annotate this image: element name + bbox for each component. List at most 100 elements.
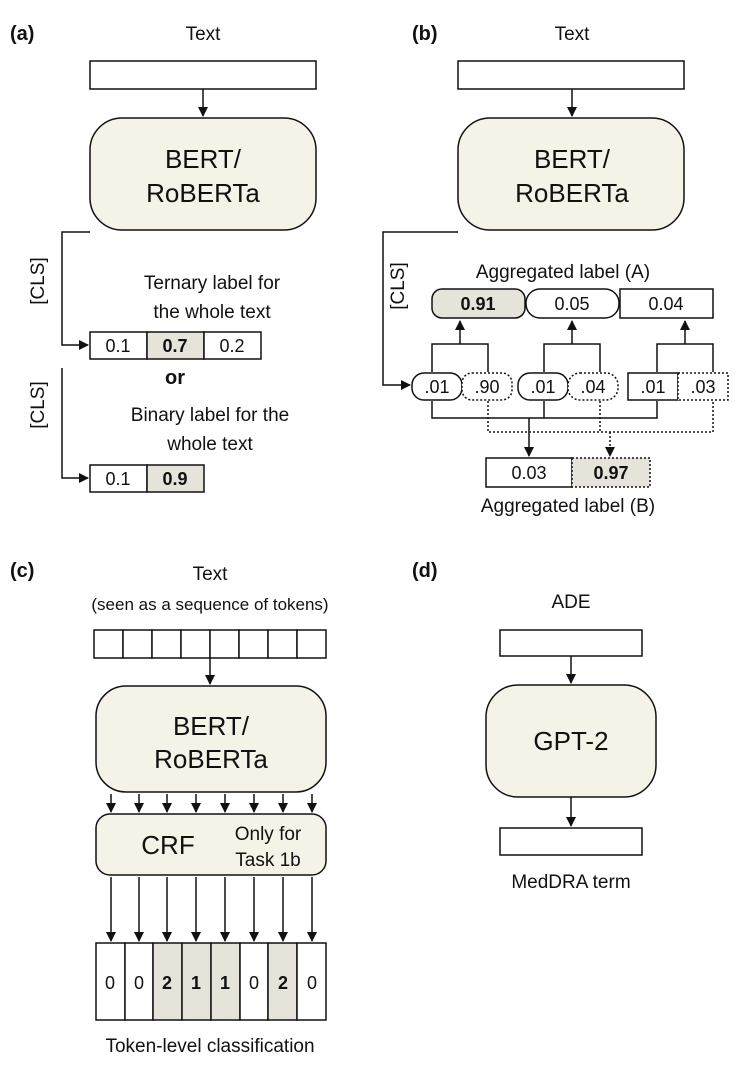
panel-a-ternary-cell-2 (146, 331, 205, 360)
panel-c-input-caption: Text (193, 564, 229, 585)
panel-c-token-box (180, 629, 211, 659)
panel-a-model-line2: RoBERTa (146, 178, 260, 208)
panel-c-crf-note-1: Only for (235, 824, 302, 845)
panel-d-input-caption: ADE (551, 592, 590, 613)
panel-a-model-line1: BERT/ (165, 144, 242, 174)
panel-c-token-box (93, 629, 124, 659)
panel-a-input-box (89, 60, 317, 90)
panel-a-or: or (165, 367, 185, 389)
panel-a-cls-arrow-bottom (61, 368, 89, 483)
panel-a-ternary-caption-1: Ternary label for (144, 273, 281, 294)
panel-c-token-box (267, 629, 298, 659)
panel-b-agg-a-cell-2 (525, 288, 620, 319)
panel-b-agg-a-caption: Aggregated label (A) (476, 262, 650, 283)
panel-a-input-caption: Text (186, 24, 222, 45)
panel-c-model-to-crf-arrows (106, 794, 317, 813)
panel-c-token-label-8: 0 (307, 973, 317, 993)
panel-c-token-box (238, 629, 269, 659)
panel-a-label: (a) (10, 23, 34, 45)
panel-c-output-cell (296, 942, 327, 1021)
panel-d-input-box (499, 629, 643, 657)
panel-c-token-box (209, 629, 240, 659)
panel-a-ternary-cell-3 (203, 331, 262, 360)
panel-c-token-label-7: 2 (278, 973, 288, 993)
panel-b-pair-value-5: .01 (640, 377, 665, 397)
panel-c-model-line2: RoBERTa (154, 744, 268, 774)
panel-b-model-box (457, 117, 685, 231)
panel-a-ternary-value-2: 0.7 (162, 336, 187, 356)
panel-a-binary-cell-2 (146, 464, 205, 493)
panel-c-model-box (95, 685, 327, 793)
panel-b-agg-a-cell-1 (431, 288, 526, 319)
panel-b-cls-tag: [CLS] (388, 262, 409, 310)
panel-c-token-sequence (93, 629, 327, 659)
panel-a-ternary-caption-2: the whole text (153, 302, 271, 323)
panel-b-cls-arrow (382, 231, 458, 390)
panel-c-crf-label: CRF (141, 830, 194, 860)
panel-c-model-line1: BERT/ (173, 711, 250, 741)
panel-b-pair-value-6: .03 (690, 377, 715, 397)
panel-c-output-cell (267, 942, 298, 1021)
panel-c-token-label-3: 2 (162, 973, 172, 993)
panel-c-crf-box (95, 813, 327, 876)
panel-c: (c) Text (seen as a sequence of tokens) … (10, 560, 329, 1057)
panel-b-agg-a-value-1: 0.91 (460, 294, 495, 314)
panel-c-token-box (151, 629, 182, 659)
panel-b-pair-cell-4 (567, 372, 619, 401)
panel-b-pair-value-1: .01 (424, 377, 449, 397)
panel-c-token-label-4: 1 (191, 973, 201, 993)
panel-c-input-subcaption: (seen as a sequence of tokens) (91, 595, 328, 614)
panel-d-output-caption: MedDRA term (511, 872, 630, 893)
panel-b: (b) Text BERT/ RoBERTa [CLS] Aggregated … (382, 23, 729, 517)
panel-b-bracket-3 (656, 343, 714, 372)
panel-d: (d) ADE GPT-2 MedDRA term (412, 560, 657, 893)
panel-b-agg-b-value-1: 0.03 (511, 463, 546, 483)
panel-b-agg-b-value-2: 0.97 (593, 463, 628, 483)
panel-a-binary-caption-2: whole text (166, 434, 253, 455)
panel-a: (a) Text BERT/ RoBERTa [CLS] Ternary lab… (10, 23, 317, 493)
panel-b-input-caption: Text (555, 24, 591, 45)
panel-c-token-label-5: 1 (220, 973, 230, 993)
panel-a-cls-arrow-top (61, 231, 90, 350)
panel-a-cls-tag-bottom: [CLS] (28, 381, 49, 429)
panel-b-model-line2: RoBERTa (515, 178, 629, 208)
panel-c-crf-note-2: Task 1b (235, 850, 300, 871)
panel-c-token-box (296, 629, 327, 659)
panel-c-token-output: 0 0 2 1 1 0 2 0 (95, 942, 327, 1021)
panel-a-ternary-value-3: 0.2 (219, 336, 244, 356)
panel-a-binary-value-2: 0.9 (162, 469, 187, 489)
panel-b-agg-a-value-2: 0.05 (554, 294, 589, 314)
panel-c-label: (c) (10, 560, 34, 582)
panel-a-binary-caption-1: Binary label for the (131, 405, 289, 426)
panel-c-token-label-6: 0 (249, 973, 259, 993)
panel-b-pair-cell-6 (677, 372, 729, 401)
panel-a-cls-tag-top: [CLS] (28, 257, 49, 305)
panel-b-agg-b-caption: Aggregated label (B) (481, 496, 655, 517)
panel-c-output-caption: Token-level classification (105, 1036, 314, 1057)
panel-c-crf-to-output-arrows (106, 877, 317, 942)
panel-c-output-cell (152, 942, 183, 1021)
panel-b-agg-a-cell-3 (619, 288, 714, 319)
panel-a-model-box (89, 117, 317, 231)
panel-b-agg-b-cell-1 (485, 457, 573, 488)
panel-a-binary-value-1: 0.1 (105, 469, 130, 489)
panel-c-token-label-2: 0 (134, 973, 144, 993)
panel-c-token-label-1: 0 (105, 973, 115, 993)
panel-d-model-label: GPT-2 (533, 726, 608, 756)
panel-b-label: (b) (412, 23, 438, 45)
panel-c-token-box (122, 629, 153, 659)
panel-d-label: (d) (412, 560, 438, 582)
panel-b-bracket-2 (543, 343, 601, 372)
panel-b-agg-a-value-3: 0.04 (648, 294, 683, 314)
panel-b-pair-value-2: .90 (474, 377, 499, 397)
panel-a-ternary-value-1: 0.1 (105, 336, 130, 356)
panel-c-output-cell (239, 942, 269, 1021)
panel-b-model-line1: BERT/ (534, 144, 611, 174)
panel-b-bracket-1 (431, 343, 489, 372)
panel-c-output-cell (181, 942, 212, 1021)
panel-b-input-box (457, 60, 685, 90)
panel-b-pair-value-4: .04 (580, 377, 605, 397)
panel-d-output-box (499, 827, 643, 856)
panel-b-agg-b-cell-2 (571, 457, 651, 488)
